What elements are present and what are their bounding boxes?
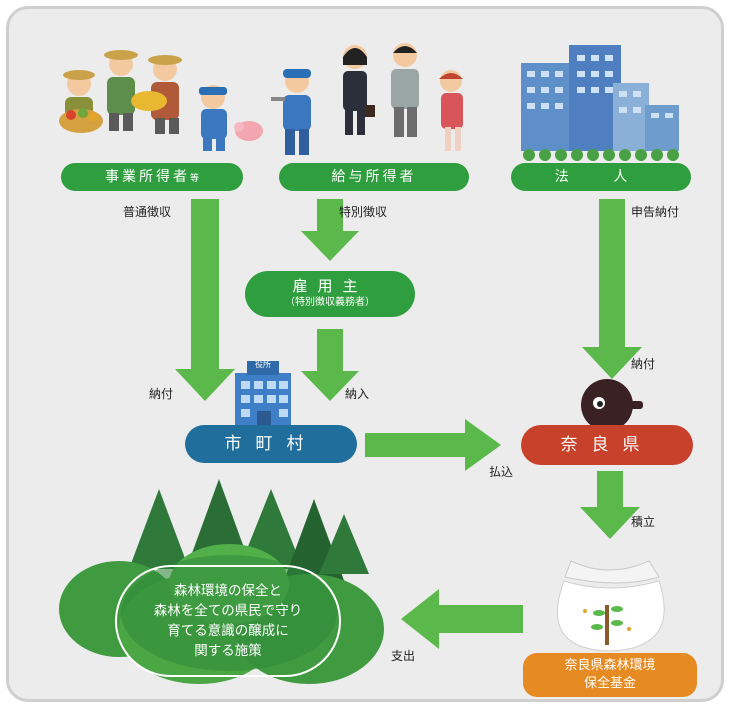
arrow-declaration (582, 199, 642, 379)
business-suffix: 等 (189, 174, 199, 184)
forest-policy-bubble: 森林環境の保全と 森林を全ての県民で守り 育てる意識の醸成に 関する施策 (115, 565, 341, 677)
prefecture-label-text: 奈良県 (560, 435, 654, 455)
prefecture-label: 奈良県 (521, 425, 693, 465)
farmers-illustration (59, 50, 263, 151)
employer-label: 雇用主 （特別徴収義務者） (245, 271, 415, 317)
salary-income-earners-label: 給与所得者 (279, 163, 469, 191)
municipal-building-icon (235, 361, 291, 429)
special-collection-label: 特別徴収 (339, 205, 388, 219)
transfer-label: 払込 (489, 465, 514, 479)
forest-fund-label: 奈良県森林環境 保全基金 (523, 653, 697, 697)
arrow-transfer (365, 419, 501, 471)
buildings-illustration (521, 45, 679, 161)
corporation-label-text: 法 人 (554, 169, 648, 185)
employer-subtitle: （特別徴収義務者） (285, 297, 375, 308)
fund-line-1: 奈良県森林環境 (564, 658, 656, 673)
normal-collection-label: 普通徴収 (123, 205, 172, 219)
expenditure-label: 支出 (391, 649, 416, 663)
prefecture-emblem-icon (581, 379, 643, 431)
municipality-label: 市町村 (185, 425, 357, 463)
arrow-special-collection (301, 199, 359, 261)
salary-label-text: 給与所得者 (331, 169, 417, 185)
forest-policy-line-3: 育てる意識の醸成に (167, 623, 289, 639)
diagram-graphics (59, 43, 679, 684)
forest-policy-line-4: 関する施策 (194, 643, 262, 659)
forest-policy-line-1: 森林環境の保全と (174, 583, 282, 599)
fund-bag-icon (556, 560, 665, 652)
forest-policy-line-2: 森林を全ての県民で守り (153, 603, 303, 619)
building-sign: 役所 (255, 360, 271, 369)
delivery-label: 納入 (345, 387, 370, 401)
diagram-frame: 事業所得者等 給与所得者 法 人 雇用主 （特別徴収義務者） 市町村 奈良県 奈… (6, 6, 724, 702)
workers-illustration (271, 43, 463, 155)
corporation-label: 法 人 (511, 163, 691, 191)
payment-right-label: 納付 (631, 357, 656, 371)
arrow-delivery (301, 329, 359, 401)
payment-left-label: 納付 (149, 387, 174, 401)
arrow-reserve (580, 471, 640, 539)
reserve-label: 積立 (631, 515, 656, 529)
fund-line-2: 保全基金 (583, 676, 636, 691)
municipality-label-text: 市町村 (224, 434, 318, 454)
arrow-normal-collection (175, 199, 235, 401)
employer-title: 雇用主 (292, 277, 368, 295)
business-income-earners-label: 事業所得者等 (61, 163, 243, 191)
declaration-payment-label: 申告納付 (631, 205, 680, 219)
business-label-text: 事業所得者 (104, 169, 190, 185)
arrow-expenditure (401, 589, 523, 649)
